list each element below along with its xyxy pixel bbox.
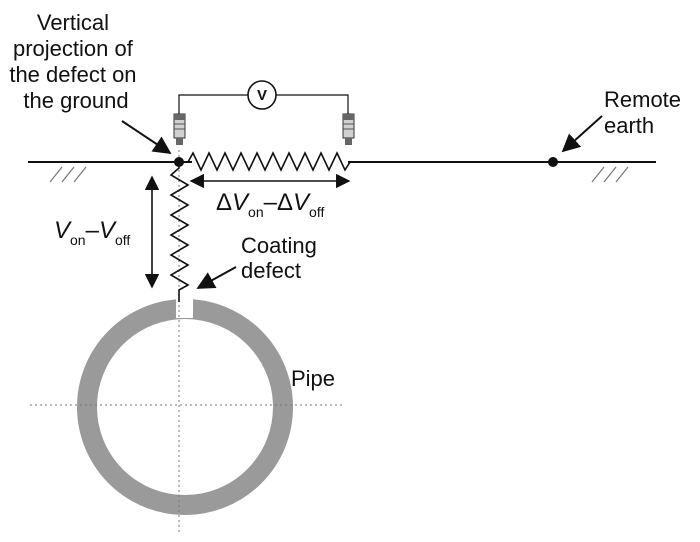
reference-electrode-left <box>173 113 186 145</box>
ground-delta-2: Δ <box>277 189 293 216</box>
voltmeter-circle <box>247 80 277 110</box>
ground-delta-1: Δ <box>216 189 232 216</box>
coating-defect-label-line-2: defect <box>241 258 301 283</box>
defect-projection-point <box>174 157 184 167</box>
ground-potential-label: ΔVon–ΔVoff <box>216 189 324 220</box>
ground-sub-off: off <box>309 204 324 220</box>
remote-earth-label-line-1: Remote <box>604 87 681 112</box>
projection-label: Vertical projection of the defect on the… <box>9 10 142 113</box>
remote-earth-pointer-arrow <box>561 115 603 153</box>
projection-label-line-1: Vertical <box>37 10 109 35</box>
remote-earth-label: Remote earth <box>604 87 687 138</box>
remote-earth-point <box>548 157 558 167</box>
pipe-ring <box>77 299 293 515</box>
projection-label-line-3: the defect on <box>9 62 136 87</box>
vertical-potential-label: Von–Voff <box>54 217 130 248</box>
reference-electrode-right <box>342 113 355 145</box>
vertical-sub-on: on <box>70 232 86 248</box>
vertical-resistor <box>169 162 190 302</box>
vertical-minus: – <box>86 217 100 244</box>
ground-resistor <box>187 151 351 172</box>
ground-minus: – <box>264 189 278 216</box>
ground-hatch-right <box>591 166 629 183</box>
ground-hatch-left <box>49 166 87 183</box>
coating-defect-label-line-1: Coating <box>241 233 317 258</box>
coating-defect-label: Coating defect <box>241 233 323 283</box>
remote-earth-label-line-2: earth <box>604 113 654 138</box>
voltmeter-wire-right <box>276 94 349 114</box>
coating-defect-gap <box>176 296 193 318</box>
projection-label-line-4: the ground <box>23 88 128 113</box>
coating-defect-pointer-arrow <box>196 266 237 289</box>
projection-label-line-2: projection of <box>13 36 134 61</box>
pipe-label: Pipe <box>291 366 335 391</box>
ground-sub-on: on <box>248 204 264 220</box>
projection-pointer-arrow <box>121 120 172 154</box>
voltmeter-symbol: V <box>257 87 267 104</box>
voltmeter-wire-left <box>178 94 248 114</box>
vertical-sub-off: off <box>115 232 130 248</box>
ground-v-1: V <box>232 189 250 216</box>
ground-v-2: V <box>293 189 311 216</box>
vertical-v-1: V <box>54 217 72 244</box>
vertical-v-2: V <box>99 217 117 244</box>
